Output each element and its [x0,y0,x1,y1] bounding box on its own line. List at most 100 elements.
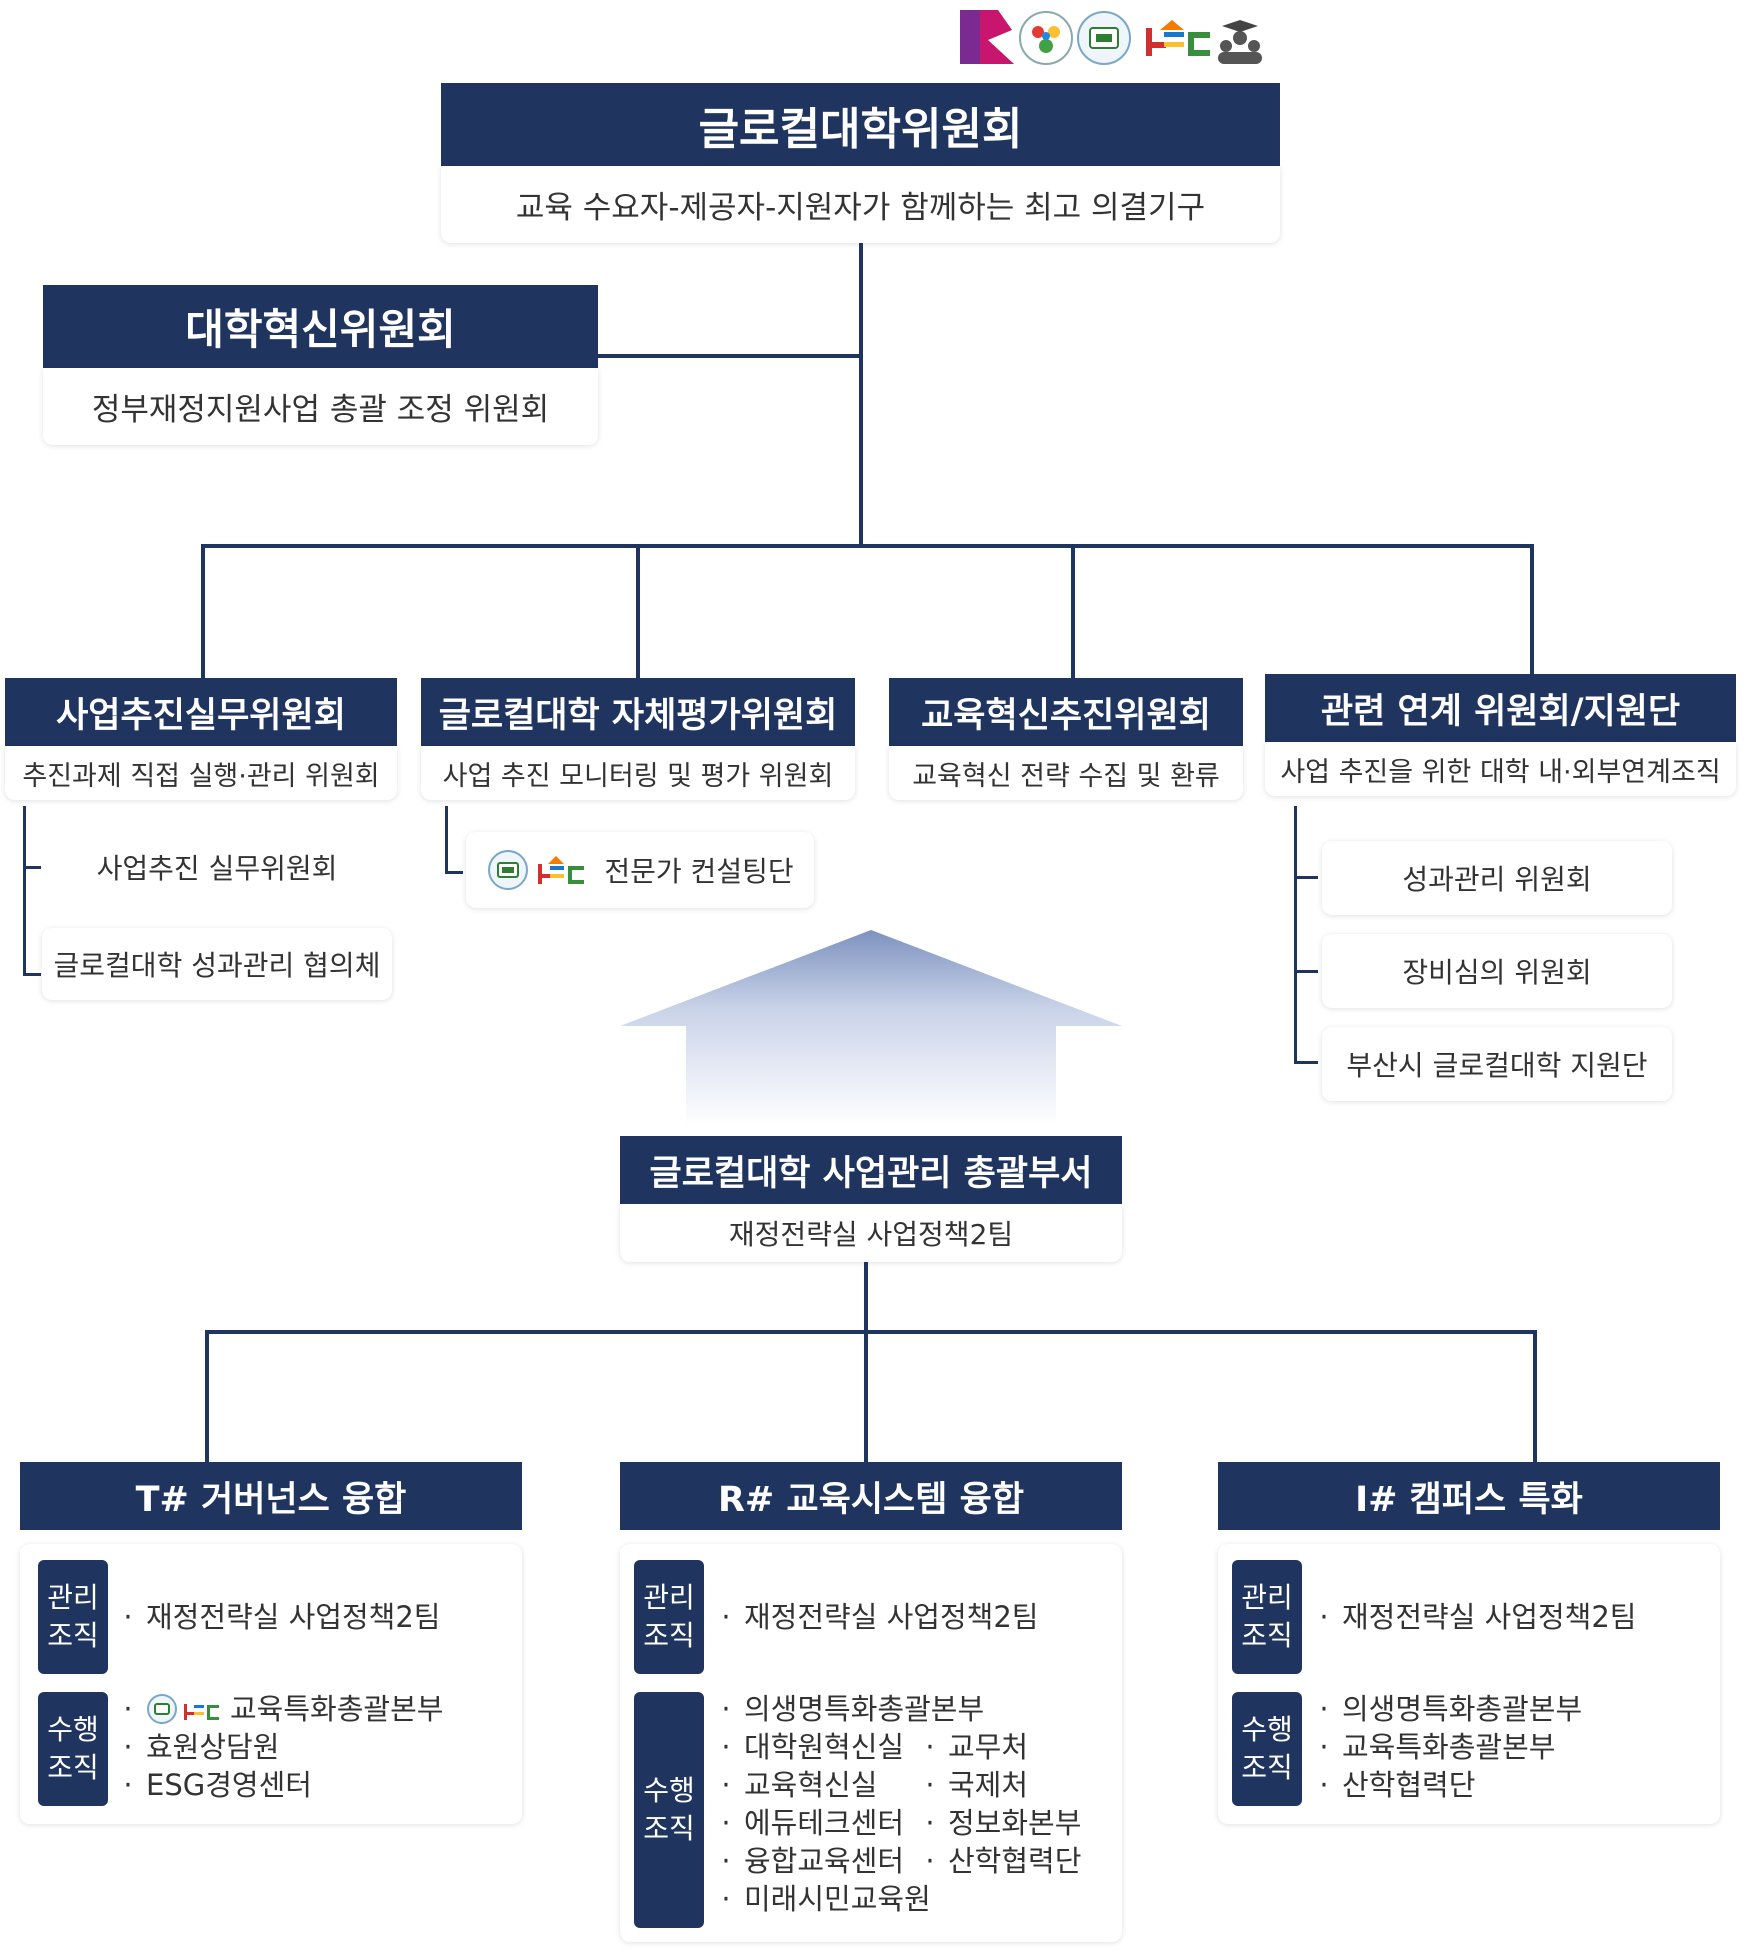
connector-drop-4 [1530,544,1534,674]
list-item-label: 재정전략실 사업정책2팀 [744,1600,1039,1634]
pillar-1-exec-list: · 교육특화총괄본부 · 효원상담원 ·ESG경영센터 [118,1690,443,1804]
list-item: · 에듀테크센터 · 정보화본부 [716,1804,1081,1842]
connector-pillar-drop-1 [205,1330,209,1462]
bullet: · [721,1600,731,1634]
partner-logos [958,6,1278,68]
connector-drop-2 [636,544,640,678]
connector-drop-3 [1071,544,1075,678]
bracket-4-vertical [1294,806,1297,1064]
list-item: · 교육특화총괄본부 [118,1690,443,1728]
pillar-2-manage-tag-line1: 관리 [643,1581,695,1614]
partner-logos-graphic [960,10,1262,65]
committee-4-child-1: 성과관리 위원회 [1322,841,1672,915]
bracket-4-tick-2 [1294,970,1318,973]
top-committee-title: 글로컬대학위원회 [441,83,1280,166]
list-item: ·교육혁신실·국제처 [716,1766,1081,1804]
bullet: · [721,1844,731,1878]
list-item: ·산학협력단 [1314,1766,1582,1804]
list-item-label: 효원상담원 [146,1730,280,1764]
bracket-2-tick-1 [445,871,463,874]
committee-3-title: 교육혁신추진위원회 [889,678,1243,746]
connector-innovation [598,354,861,358]
connector-horizontal-bottom [205,1330,1537,1334]
list-item: · 재정전략실 사업정책2팀 [1314,1598,1636,1636]
bullet: · [721,1768,731,1802]
top-committee-subtitle: 교육 수요자-제공자-지원자가 함께하는 최고 의결기구 [441,166,1280,243]
pillar-2-exec-tag: 수행 조직 [634,1692,704,1928]
list-item: · 재정전략실 사업정책2팀 [716,1598,1038,1636]
pillar-1-exec-tag-line2: 조직 [47,1751,99,1784]
list-item: ·재정전략실 사업정책2팀 [118,1598,440,1636]
connector-drop-1 [201,544,205,678]
pillar-2-body: 관리 조직 · 재정전략실 사업정책2팀 수행 조직 ·의생명특화총괄본부 · 대학… [620,1544,1122,1942]
bullet: · [1319,1600,1329,1634]
hq-title: 글로컬대학 사업관리 총괄부서 [620,1136,1122,1204]
pillar-1-exec-tag: 수행 조직 [38,1692,108,1806]
list-item-label: 산학협력단 [948,1844,1082,1878]
list-item: ·의생명특화총괄본부 [716,1690,1081,1728]
connector-pillar-drop-3 [1533,1330,1537,1462]
list-item-label: 정보화본부 [948,1806,1082,1840]
list-item-label: 대학원혁신실 [744,1730,905,1764]
bc-logo-icon [1146,20,1210,56]
bracket-4-tick-1 [1294,876,1318,879]
bullet: · [925,1844,935,1878]
committee-2-child-1: 전문가 컨설팅단 [466,832,814,908]
partner-logo-seal-icon [1019,11,1073,65]
list-item: · 융합교육센터 · 산학협력단 [716,1842,1081,1880]
pillar-2-exec-tag-line1: 수행 [643,1774,695,1807]
list-item-label: 재정전략실 사업정책2팀 [1342,1600,1637,1634]
pillar-3-exec-tag: 수행 조직 [1232,1692,1302,1806]
list-item-label: 의생명특화총괄본부 [1342,1692,1583,1726]
connector-hq-vertical [864,1262,868,1462]
committee-4-child-3: 부산시 글로컬대학 지원단 [1322,1027,1672,1101]
pillar-3-body: 관리 조직 ·재정전략실 사업정책2팀 수행 조직 ·의생명특화총괄본부 ·교육… [1218,1544,1720,1824]
bullet: · [721,1806,731,1840]
list-item-label: 국제처 [948,1768,1029,1802]
pillar-3-manage-tag: 관리 조직 [1232,1560,1302,1674]
committee-1-child-1: 사업추진 실무위원회 [96,852,338,885]
committee-1-subtitle: 추진과제 직접 실행·관리 위원회 [5,746,397,800]
pnu-bc-small-logos-icon [147,1694,219,1724]
pillar-2-title: R# 교육시스템 융합 [620,1462,1122,1530]
bullet: · [925,1768,935,1802]
list-item: · 의생명특화총괄본부 [1314,1690,1582,1728]
bullet: · [1319,1730,1329,1764]
bullet: · [1319,1692,1329,1726]
list-item: ·ESG경영센터 [118,1766,443,1804]
bracket-1-tick-2 [23,973,41,976]
pillar-3-title: I# 캠퍼스 특화 [1218,1462,1720,1530]
pillar-3-manage-tag-line1: 관리 [1241,1581,1293,1614]
bullet: · [123,1600,133,1634]
committee-4-subtitle: 사업 추진을 위한 대학 내·외부연계조직 [1265,742,1736,796]
innovation-committee-title: 대학혁신위원회 [43,285,598,368]
list-item-label: 융합교육센터 [744,1844,905,1878]
committee-3-subtitle: 교육혁신 전략 수집 및 환류 [889,746,1243,800]
bullet: · [925,1806,935,1840]
bullet: · [721,1730,731,1764]
committee-2-subtitle: 사업 추진 모니터링 및 평가 위원회 [421,746,855,800]
list-item: · 효원상담원 [118,1728,443,1766]
bullet: · [123,1730,133,1764]
pillar-1-exec-tag-line1: 수행 [47,1713,99,1746]
committee-2-child-1-label: 전문가 컨설팅단 [604,855,794,888]
pillar-1-body: 관리 조직 ·재정전략실 사업정책2팀 수행 조직 · [20,1544,522,1824]
pillar-2-exec-list: ·의생명특화총괄본부 ·대학원혁신실·교무처 ·교육혁신실·국제처 ·에듀테크센… [716,1690,1081,1918]
pillar-3-exec-list: ·의생명특화총괄본부 ·교육특화총괄본부 ·산학협력단 [1314,1690,1582,1804]
list-item: ·미래시민교육원 [716,1880,1081,1918]
pnu-bc-logos-icon [488,850,585,890]
pillar-1-title: T# 거버넌스 융합 [20,1462,522,1530]
pillar-2-manage-tag: 관리 조직 [634,1560,704,1674]
list-item-label: 에듀테크센터 [744,1806,905,1840]
pillar-3-manage-list: · 재정전략실 사업정책2팀 [1314,1598,1636,1636]
connector-horizontal-top [201,544,1534,548]
bracket-2-vertical [445,806,448,874]
innovation-committee-subtitle: 정부재정지원사업 총괄 조정 위원회 [43,368,598,445]
bullet: · [721,1692,731,1726]
list-item: ·대학원혁신실·교무처 [716,1728,1081,1766]
bracket-1-vertical [23,806,26,976]
child-logos [486,848,590,892]
list-item-label: 미래시민교육원 [744,1882,931,1916]
committee-1-child-2: 글로컬대학 성과관리 협의체 [42,928,392,1000]
